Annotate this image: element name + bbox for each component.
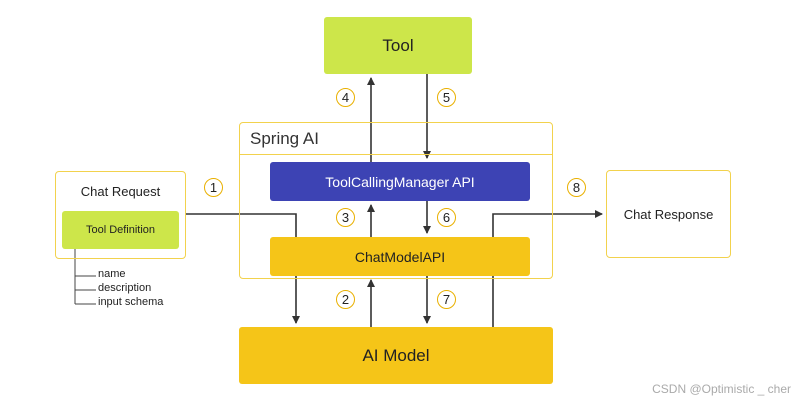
prop-input-schema: input schema	[98, 296, 164, 308]
step-2-badge: 2	[336, 290, 355, 309]
tooldef-tree	[74, 249, 96, 305]
chat-response-node: Chat Response	[606, 170, 731, 258]
spring-ai-container: Spring AI	[239, 122, 553, 279]
tool-calling-manager-node: ToolCallingManager API	[270, 162, 530, 201]
chat-request-node: Chat Request	[55, 171, 186, 259]
watermark: CSDN @Optimistic _ cher	[652, 382, 791, 396]
step-3-badge: 3	[336, 208, 355, 227]
arrow-request-to-model	[186, 213, 300, 324]
step-5-badge: 5	[437, 88, 456, 107]
prop-name: name	[98, 268, 126, 280]
step-7-badge: 7	[437, 290, 456, 309]
chat-model-api-node: ChatModelAPI	[270, 237, 530, 276]
step-6-badge: 6	[437, 208, 456, 227]
step-4-badge: 4	[336, 88, 355, 107]
spring-ai-divider	[240, 154, 552, 155]
chat-request-title: Chat Request	[80, 184, 161, 199]
step-8-badge: 8	[567, 178, 586, 197]
step-1-badge: 1	[204, 178, 223, 197]
spring-ai-title: Spring AI	[250, 129, 319, 148]
ai-model-node: AI Model	[239, 327, 553, 384]
tool-definition-node: Tool Definition	[62, 211, 179, 249]
tool-node: Tool	[324, 17, 472, 74]
prop-description: description	[98, 282, 152, 294]
arrow-model-to-response	[492, 210, 603, 341]
